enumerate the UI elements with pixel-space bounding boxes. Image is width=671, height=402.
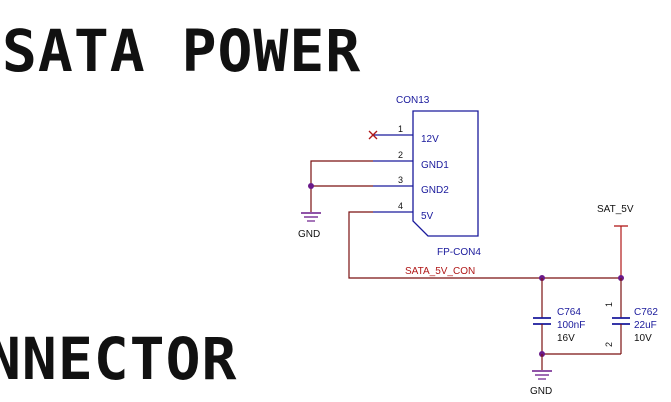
pin-4-name: 5V — [421, 211, 434, 222]
c762-pin-1: 1 — [604, 302, 614, 307]
pin-3-name: GND2 — [421, 185, 449, 196]
schematic-title-bottom: NNECTOR — [0, 325, 238, 393]
gnd-label-bottom: GND — [530, 386, 552, 397]
pin-4-number: 4 — [398, 201, 403, 211]
pin-3-number: 3 — [398, 175, 403, 185]
no-connect-icon — [368, 130, 378, 140]
pin-1-number: 1 — [398, 124, 403, 134]
gnd-wire-pin2 — [310, 160, 373, 212]
ground-symbol-bottom — [532, 370, 552, 380]
net-label-sat-5v: SAT_5V — [597, 204, 634, 215]
net-label-sata-5v-con: SATA_5V_CON — [405, 266, 475, 277]
c762-voltage: 10V — [634, 333, 652, 344]
connector-ref: CON13 — [396, 95, 430, 106]
schematic-title-top: SATA POWER — [2, 17, 362, 85]
c764-voltage: 16V — [557, 333, 575, 344]
gnd-label-left: GND — [298, 229, 320, 240]
c764-value: 100nF — [557, 320, 585, 331]
pin-1-name: 12V — [421, 134, 439, 145]
pin-2-number: 2 — [398, 150, 403, 160]
junction-dot-gnd — [308, 183, 314, 189]
c762-pin-2: 2 — [604, 342, 614, 347]
c762-ref: C762 — [634, 307, 658, 318]
net-sata-5v-con-wire — [348, 211, 621, 279]
connector-body — [412, 110, 479, 237]
c764-ref: C764 — [557, 307, 581, 318]
c762-value: 22uF — [634, 320, 657, 331]
connector-footprint: FP-CON4 — [437, 247, 481, 258]
pin-2-name: GND1 — [421, 160, 449, 171]
ground-symbol-left — [301, 212, 321, 222]
